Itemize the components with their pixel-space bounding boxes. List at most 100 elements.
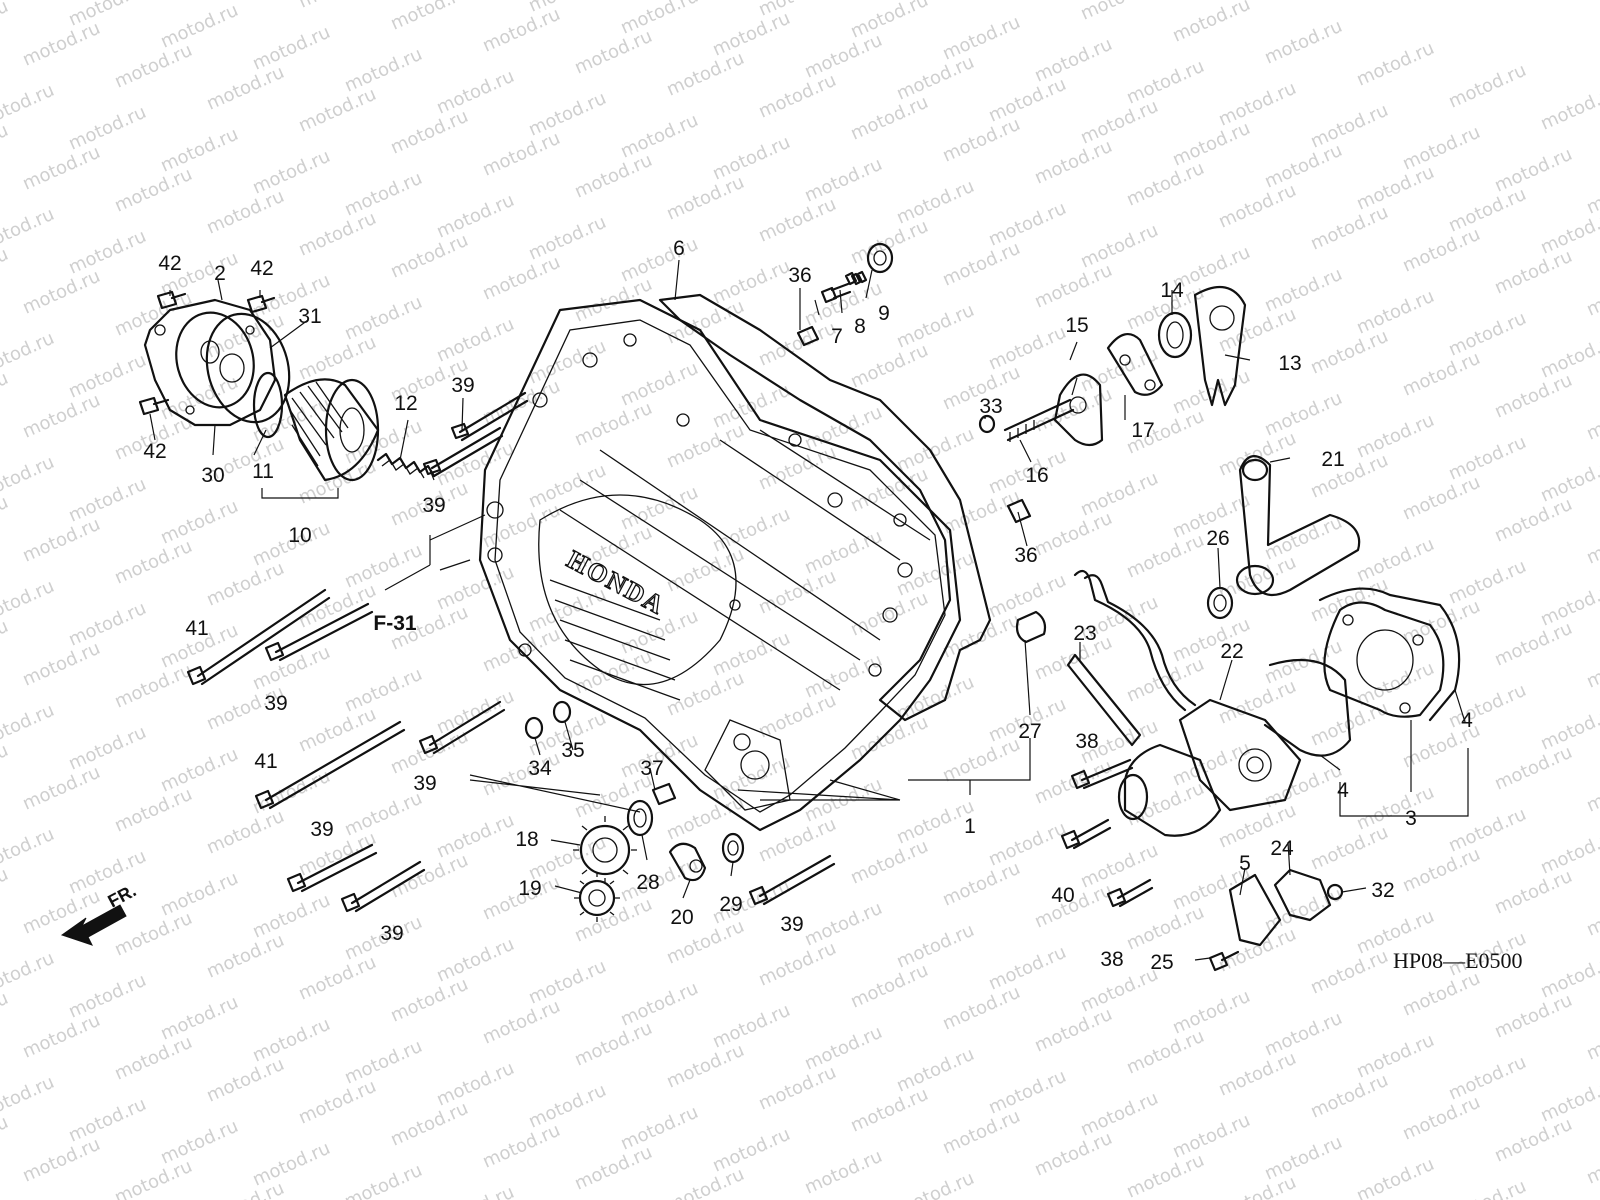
watermark-text: motod.ru [571, 1142, 655, 1195]
callout-9: 9 [878, 302, 890, 325]
watermark-text: motod.ru [709, 1124, 793, 1177]
watermark-text: motod.ru [1491, 742, 1575, 795]
watermark-text: motod.ru [0, 0, 11, 49]
watermark-text: motod.ru [295, 84, 379, 137]
watermark-text: motod.ru [433, 686, 517, 739]
watermark-text: motod.ru [1399, 596, 1483, 649]
watermark-text: motod.ru [1445, 308, 1529, 361]
callout-41: 41 [185, 617, 208, 640]
callout-15: 15 [1065, 314, 1088, 337]
watermark-text: motod.ru [1583, 1012, 1600, 1065]
watermark-text: motod.ru [0, 492, 11, 545]
watermark-text: motod.ru [157, 124, 241, 177]
watermark-text: motod.ru [387, 0, 471, 35]
watermark-text: motod.ru [1077, 344, 1161, 397]
watermark-text: motod.ru [1353, 38, 1437, 91]
watermark-text: motod.ru [65, 846, 149, 899]
watermark-text: motod.ru [1215, 1048, 1299, 1101]
watermark-text: motod.ru [755, 318, 839, 371]
watermark-text: motod.ru [341, 168, 425, 221]
watermark-text: motod.ru [801, 1022, 885, 1075]
watermark-text: motod.ru [663, 48, 747, 101]
watermark-text: motod.ru [1491, 144, 1575, 197]
watermark-text: motod.ru [1583, 166, 1600, 219]
watermark-text: motod.ru [1215, 428, 1299, 481]
watermark-text: motod.ru [0, 204, 57, 257]
watermark-text: motod.ru [1399, 348, 1483, 401]
watermark-text: motod.ru [755, 70, 839, 123]
o-ring-30 [205, 312, 291, 424]
shift-components [978, 285, 1247, 447]
watermark-text: motod.ru [1169, 986, 1253, 1039]
watermark-text: motod.ru [1261, 512, 1345, 565]
watermark-text: motod.ru [1353, 1154, 1437, 1200]
watermark-text: motod.ru [755, 1062, 839, 1115]
watermark-text: motod.ru [295, 952, 379, 1005]
watermark-text: motod.ru [19, 142, 103, 195]
watermark-text: motod.ru [617, 234, 701, 287]
watermark-text: motod.ru [1399, 472, 1483, 525]
callout-34: 34 [528, 757, 552, 780]
watermark-text: motod.ru [1123, 902, 1207, 955]
watermark-text: motod.ru [1261, 388, 1345, 441]
callout-14: 14 [1160, 279, 1184, 302]
watermark-text: motod.ru [1169, 1110, 1253, 1163]
watermark-text: motod.ru [157, 1116, 241, 1169]
watermark-text: motod.ru [755, 194, 839, 247]
nut-29 [721, 832, 745, 864]
watermark-text: motod.ru [893, 548, 977, 601]
watermark-text: motod.ru [479, 1120, 563, 1173]
watermark-text: motod.ru [295, 332, 379, 385]
watermark-text: motod.ru [709, 1000, 793, 1053]
watermark-text: motod.ru [1491, 494, 1575, 547]
watermark-text: motod.ru [479, 252, 563, 305]
callout-42: 42 [143, 440, 166, 463]
oil-filter-cover [143, 298, 291, 427]
callout-4: 4 [1461, 709, 1473, 732]
watermark-text: motod.ru [1215, 180, 1299, 233]
watermark-text: motod.ru [893, 1168, 977, 1200]
watermark-text: motod.ru [1261, 1132, 1345, 1185]
watermark-text: motod.ru [0, 1112, 11, 1165]
watermark-text: motod.ru [1031, 1004, 1115, 1057]
watermark-text: motod.ru [249, 1138, 333, 1191]
watermark-text: motod.ru [1215, 552, 1299, 605]
watermark-text: motod.ru [1169, 0, 1253, 47]
watermark-text: motod.ru [571, 274, 655, 327]
watermark-text: motod.ru [249, 642, 333, 695]
watermark-text: motod.ru [111, 1156, 195, 1200]
callout-42: 42 [250, 257, 273, 280]
watermark-text: motod.ru [1445, 184, 1529, 237]
watermark-text: motod.ru [1583, 516, 1600, 569]
callout-28: 28 [636, 871, 659, 894]
watermark-text: motod.ru [65, 970, 149, 1023]
watermark-text: motod.ru [433, 66, 517, 119]
watermark-text: motod.ru [1353, 286, 1437, 339]
watermark-text: motod.ru [1307, 450, 1391, 503]
watermark-text: motod.ru [0, 616, 11, 669]
watermark-text: motod.ru [295, 456, 379, 509]
watermark-text: motod.ru [1215, 78, 1299, 131]
watermark-text: motod.ru [525, 584, 609, 637]
watermark-text: motod.ru [433, 438, 517, 491]
callout-3: 3 [1405, 807, 1417, 830]
watermark-text: motod.ru [249, 146, 333, 199]
watermark-text: motod.ru [893, 300, 977, 353]
watermark-text: motod.ru [19, 390, 103, 443]
watermark-text: motod.ru [111, 536, 195, 589]
callout-21: 21 [1321, 448, 1344, 471]
watermark-text: motod.ru [1491, 866, 1575, 919]
watermark-text: motod.ru [1261, 1008, 1345, 1061]
watermark-text: motod.ru [203, 930, 287, 983]
watermark-text: motod.ru [1307, 822, 1391, 875]
watermark-text: motod.ru [939, 734, 1023, 787]
callout-numbers: 42 2 42 31 42 30 11 10 12 39 39 41 39 41… [143, 237, 1473, 974]
watermark-text: motod.ru [847, 836, 931, 889]
watermark-text: motod.ru [893, 424, 977, 477]
watermark-text: motod.ru [985, 74, 1069, 127]
callout-32: 32 [1371, 879, 1394, 902]
watermark-text: motod.ru [801, 898, 885, 951]
watermark-text: motod.ru [801, 402, 885, 455]
watermark-text: motod.ru [1399, 224, 1483, 277]
